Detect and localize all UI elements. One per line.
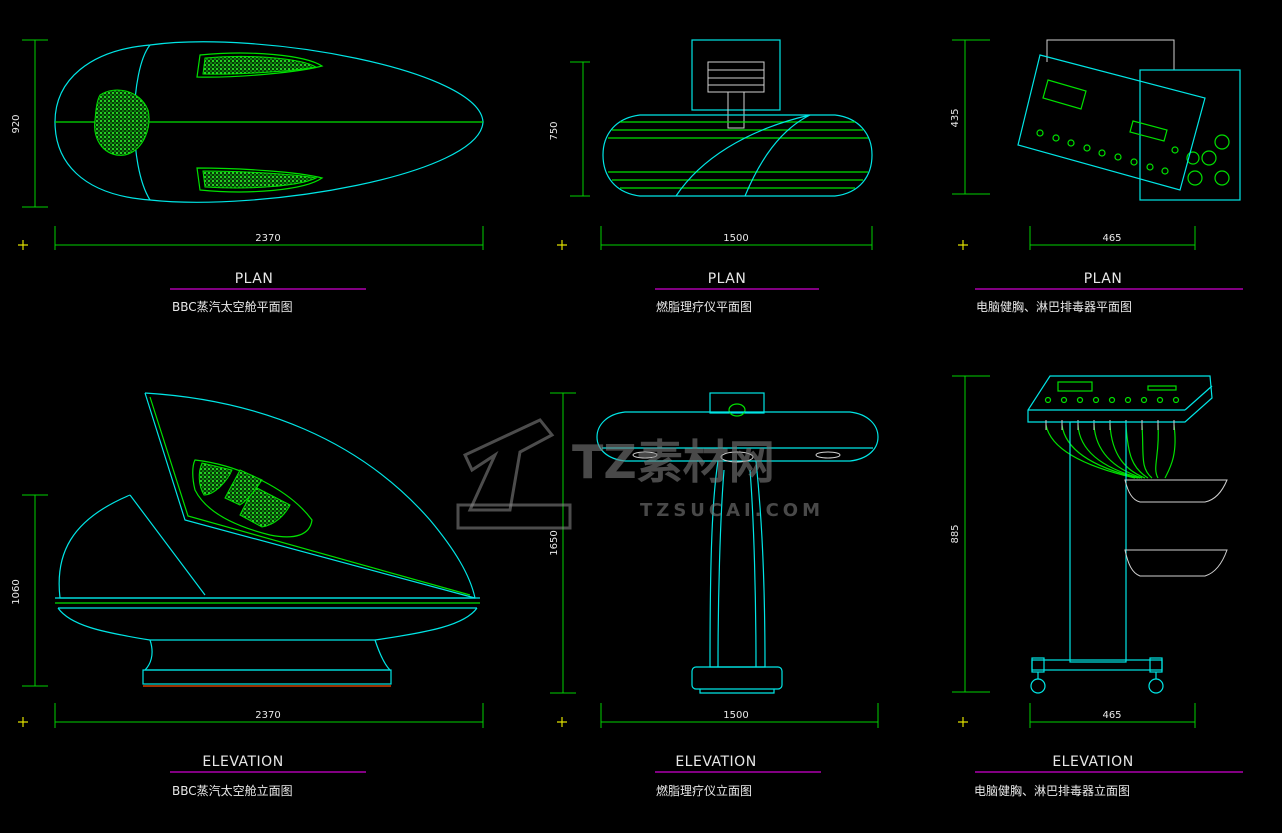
fatburner-elevation-width-dim: 1500 — [723, 710, 748, 721]
panel-capsule-plan: 920 2370 PLAN BBC蒸汽太空舱平面图 — [11, 39, 484, 314]
capsule-plan-caption: BBC蒸汽太空舱平面图 — [172, 299, 293, 314]
capsule-plan-dimensions: 920 2370 — [11, 39, 484, 250]
panel-capsule-elevation: 1060 2370 ELEVATION BBC蒸汽太空舱立面图 — [11, 392, 484, 798]
fatburner-elevation-dimensions: 1650 1500 — [549, 392, 879, 728]
fatburner-elevation-height-dim: 1650 — [549, 530, 560, 555]
detox-plan-view-title: PLAN — [1084, 271, 1123, 287]
fatburner-plan-dimensions: 750 1500 — [549, 61, 873, 250]
detox-elevation-width-dim: 465 — [1102, 710, 1121, 721]
detox-elevation-caption: 电脑健胸、淋巴排毒器立面图 — [974, 783, 1130, 798]
detox-plan-width-dim: 465 — [1102, 233, 1121, 244]
detox-plan-dimensions: 435 465 — [950, 39, 1196, 250]
watermark-brand: TZ素材网 — [572, 435, 775, 489]
panel-fatburner-elevation: 1650 1500 ELEVATION 燃脂理疗仪立面图 — [549, 392, 879, 798]
fatburner-elevation-view-title: ELEVATION — [675, 754, 756, 770]
fatburner-plan-caption: 燃脂理疗仪平面图 — [656, 299, 752, 314]
detox-elevation-dimensions: 885 465 — [950, 375, 1196, 728]
capsule-plan-height-dim: 920 — [11, 114, 22, 133]
capsule-plan-outline — [54, 41, 484, 203]
capsule-plan-view-title: PLAN — [235, 271, 274, 287]
fatburner-plan-height-dim: 750 — [549, 121, 560, 140]
capsule-elevation-height-dim: 1060 — [11, 579, 22, 604]
detox-elevation-outline — [1027, 375, 1228, 694]
capsule-elevation-caption: BBC蒸汽太空舱立面图 — [172, 783, 293, 798]
fatburner-elevation-caption: 燃脂理疗仪立面图 — [656, 783, 752, 798]
capsule-elevation-view-title: ELEVATION — [202, 754, 283, 770]
watermark-domain: TZSUCAI.COM — [640, 500, 824, 521]
watermark-logo-icon — [456, 418, 572, 530]
detox-plan-height-dim: 435 — [950, 108, 961, 127]
fatburner-plan-outline — [602, 39, 873, 197]
detox-plan-caption: 电脑健胸、淋巴排毒器平面图 — [976, 299, 1132, 314]
panel-detox-plan: 435 465 PLAN 电脑健胸、淋巴排毒器平面图 — [950, 39, 1243, 314]
capsule-elevation-dimensions: 1060 2370 — [11, 494, 484, 728]
capsule-plan-width-dim: 2370 — [255, 233, 280, 244]
panel-detox-elevation: 885 465 ELEVATION 电脑健胸、淋巴排毒器立面图 — [950, 375, 1243, 798]
detox-cables — [1045, 424, 1176, 479]
watermark: TZ素材网 TZSUCAI.COM — [456, 418, 824, 530]
detox-elevation-height-dim: 885 — [950, 524, 961, 543]
panel-fatburner-plan: 750 1500 PLAN 燃脂理疗仪平面图 — [549, 39, 873, 314]
detox-plan-outline — [1017, 39, 1241, 201]
detox-elevation-view-title: ELEVATION — [1052, 754, 1133, 770]
capsule-elevation-width-dim: 2370 — [255, 710, 280, 721]
fatburner-plan-width-dim: 1500 — [723, 233, 748, 244]
fatburner-elevation-outline — [596, 392, 879, 694]
capsule-elevation-outline — [55, 392, 480, 687]
fatburner-plan-view-title: PLAN — [708, 271, 747, 287]
